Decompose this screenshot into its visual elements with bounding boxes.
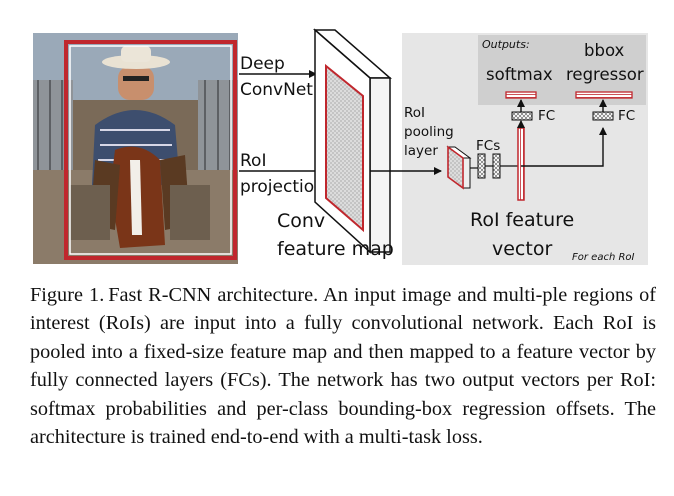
softmax-label: softmax <box>486 65 553 84</box>
bbox-label-2: regressor <box>566 65 644 84</box>
architecture-diagram: Deep ConvNet RoI projection Conv feature… <box>33 28 648 265</box>
roi-pooling-label-2: pooling <box>404 124 454 140</box>
conv-feature-map <box>313 28 392 254</box>
outputs-label: Outputs: <box>482 38 530 51</box>
caption-text: Fast R-CNN architecture. An input image … <box>30 284 656 449</box>
fcs-label: FCs <box>476 138 500 154</box>
bbox-output-vector <box>575 91 633 99</box>
roi-box <box>64 40 237 260</box>
fc-softmax-block <box>511 111 533 121</box>
roi-feature-vector-label-1: RoI feature <box>470 209 574 231</box>
fc-bbox-label: FC <box>618 108 635 124</box>
roi-feature-vector <box>517 127 525 201</box>
roi-pooling-label-3: layer <box>404 143 438 159</box>
roi-projection-label-1: RoI <box>240 151 266 171</box>
fc-block-2 <box>492 153 501 179</box>
fc-block-1 <box>477 153 486 179</box>
figure-caption: Figure 1.Fast R-CNN architecture. An inp… <box>30 281 656 451</box>
roi-projection-label-2: projection <box>240 177 325 197</box>
input-image <box>33 33 238 264</box>
pooled-feature-map <box>446 145 472 190</box>
roi-box-inner <box>69 45 232 255</box>
deep-convnet-label-1: Deep <box>240 54 285 74</box>
softmax-output-vector <box>505 91 537 99</box>
conv-feature-map-label-1: Conv <box>277 210 325 232</box>
roi-feature-vector-label-2: vector <box>492 238 552 260</box>
fc-bbox-block <box>592 111 614 121</box>
deep-convnet-label-2: ConvNet <box>240 80 313 100</box>
conv-feature-map-label-2: feature map <box>277 238 394 260</box>
bbox-label-1: bbox <box>584 41 625 60</box>
bbox-branch-arrow <box>521 127 607 167</box>
for-each-roi-label: For each RoI <box>572 252 635 263</box>
fc-softmax-label: FC <box>538 108 555 124</box>
figure-label: Figure 1. <box>30 284 105 306</box>
roi-pooling-label-1: RoI <box>404 105 425 121</box>
